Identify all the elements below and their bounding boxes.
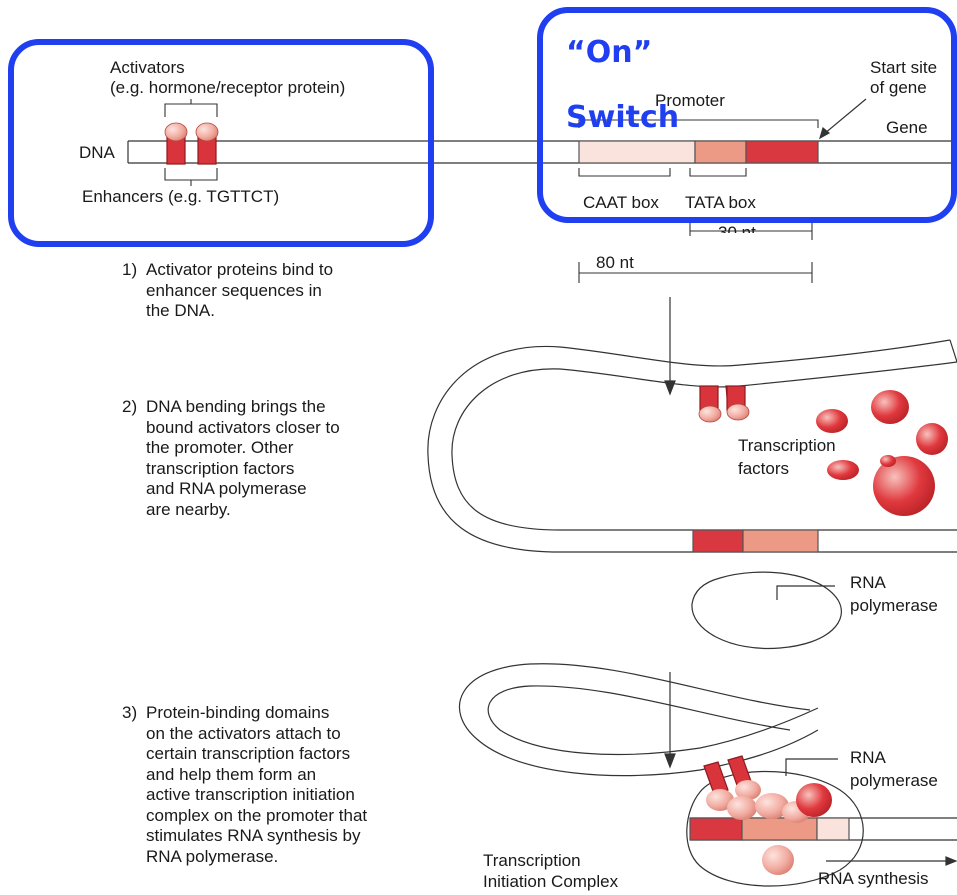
rna-synthesis-arrowhead — [945, 856, 957, 866]
complex-factor — [762, 845, 794, 875]
complex-rnap-pointer — [785, 758, 838, 776]
step-2-line: the promoter. Other — [146, 438, 294, 457]
promoter-highlight-box — [537, 7, 957, 223]
start-site-label-2: of gene — [870, 78, 927, 97]
step-3-line: RNA polymerase. — [146, 846, 279, 866]
step-2-line: and RNA polymerase — [146, 479, 307, 498]
step-2-line: are nearby. — [146, 499, 231, 519]
bent-dna-end — [949, 339, 957, 363]
promoter-label: Promoter — [655, 91, 725, 110]
bent-caat-region — [742, 529, 819, 553]
complex-enhancer-peg — [703, 761, 729, 795]
complex-rna-polymerase-label-2: polymerase — [850, 771, 938, 790]
down-arrow-1-head — [664, 380, 676, 396]
initiation-complex-outline — [686, 770, 864, 887]
transcription-factor — [827, 460, 859, 480]
scale-30nt — [689, 223, 813, 240]
complex-factor — [727, 796, 757, 820]
activator-protein — [164, 122, 188, 142]
step-3: 3) Protein-binding domains on the activat… — [122, 703, 442, 867]
caat-box-label: CAAT box — [583, 193, 659, 212]
complex-caat-region — [816, 817, 850, 841]
complex-factor — [796, 783, 832, 817]
bent-dna-outer — [451, 361, 957, 531]
transcription-factors-label: Transcription — [738, 436, 836, 455]
activators-label: Activators — [110, 58, 185, 77]
transcription-factor — [880, 455, 896, 467]
step-1-line: the DNA. — [146, 301, 215, 320]
step-3-number: 3) — [122, 703, 138, 722]
step-2-line: bound activators closer to — [146, 417, 340, 437]
switch-title: Switch — [566, 100, 680, 135]
nt30-label: 30 nt — [718, 223, 756, 233]
tata-box-label: TATA box — [685, 193, 756, 212]
looped-dna-inner — [487, 685, 819, 756]
rna-synthesis-label: RNA synthesis — [818, 869, 929, 888]
rna-polymerase-label: RNA — [850, 573, 886, 592]
complex-factor — [735, 780, 761, 800]
step-1-line: Activator proteins bind to — [146, 260, 334, 279]
complex-start-region — [689, 817, 743, 841]
tata-box-region — [694, 140, 747, 164]
step-3-line: complex on the promoter that — [146, 805, 368, 825]
step-2-line: transcription factors — [146, 458, 295, 478]
caat-box-region — [578, 140, 696, 164]
complex-factor — [706, 789, 734, 811]
promoter-bracket — [578, 119, 819, 128]
step-3-line: Protein-binding domains — [146, 703, 330, 722]
middle-panel — [427, 297, 957, 650]
on-switch-title: “On” — [566, 35, 653, 70]
transcription-factor — [916, 423, 948, 455]
bottom-panel — [459, 663, 957, 887]
start-site-label: Start site — [870, 58, 938, 77]
transcription-factor — [873, 456, 935, 516]
scale-80nt — [578, 262, 813, 283]
down-arrow-2-head — [664, 753, 676, 769]
activators-example: (e.g. hormone/receptor protein) — [110, 78, 346, 97]
step-3-line: active transcription initiation — [146, 785, 355, 804]
start-site-arrow — [823, 98, 867, 135]
step-1-number: 1) — [122, 260, 138, 279]
activators-bracket — [164, 99, 218, 117]
looped-dna-outer — [459, 663, 819, 777]
complex-factor — [755, 793, 789, 819]
start-site-region — [745, 140, 819, 164]
dna-label: DNA — [79, 143, 115, 162]
activator-protein — [195, 122, 219, 142]
tata-bracket — [689, 168, 747, 177]
initiation-complex-label-2: Initiation Complex — [483, 872, 619, 891]
enhancers-label: Enhancers (e.g. TGTTCT) — [82, 187, 280, 206]
caat-bracket — [578, 168, 671, 177]
rna-polymerase-label-2: polymerase — [850, 596, 938, 615]
step-2-line: DNA bending brings the — [146, 397, 326, 416]
rna-polymerase-outline — [691, 571, 842, 650]
nt80-label: 80 nt — [596, 253, 634, 272]
top-panel — [127, 98, 957, 283]
step-1: 1) Activator proteins bind to enhancer se… — [122, 260, 422, 322]
step-2: 2) DNA bending brings the bound activator… — [122, 397, 422, 520]
transcription-factor — [816, 409, 848, 433]
step-3-line: certain transcription factors — [146, 744, 351, 763]
initiation-complex-label: Transcription — [483, 851, 581, 870]
start-site-arrowhead — [819, 126, 831, 140]
complex-tata-region — [741, 817, 818, 841]
step-2-number: 2) — [122, 397, 138, 416]
complex-rna-polymerase-label: RNA — [850, 748, 886, 767]
enhancers-bracket — [164, 168, 218, 186]
bent-dna-inner — [427, 339, 957, 553]
bent-tata-region — [692, 529, 744, 553]
rna-polymerase-pointer — [776, 585, 835, 600]
bent-activator-protein — [726, 403, 750, 421]
bent-activator-protein — [698, 405, 722, 423]
step-1-line: enhancer sequences in — [146, 280, 322, 300]
enhancer-highlight-box — [8, 39, 434, 247]
transcription-factor — [871, 390, 909, 424]
transcription-factors-label-2: factors — [738, 459, 790, 478]
gene-label: Gene — [886, 118, 928, 137]
step-3-line: on the activators attach to — [146, 723, 341, 743]
step-3-line: stimulates RNA synthesis by — [146, 826, 361, 845]
step-3-line: and help them form an — [146, 764, 317, 784]
